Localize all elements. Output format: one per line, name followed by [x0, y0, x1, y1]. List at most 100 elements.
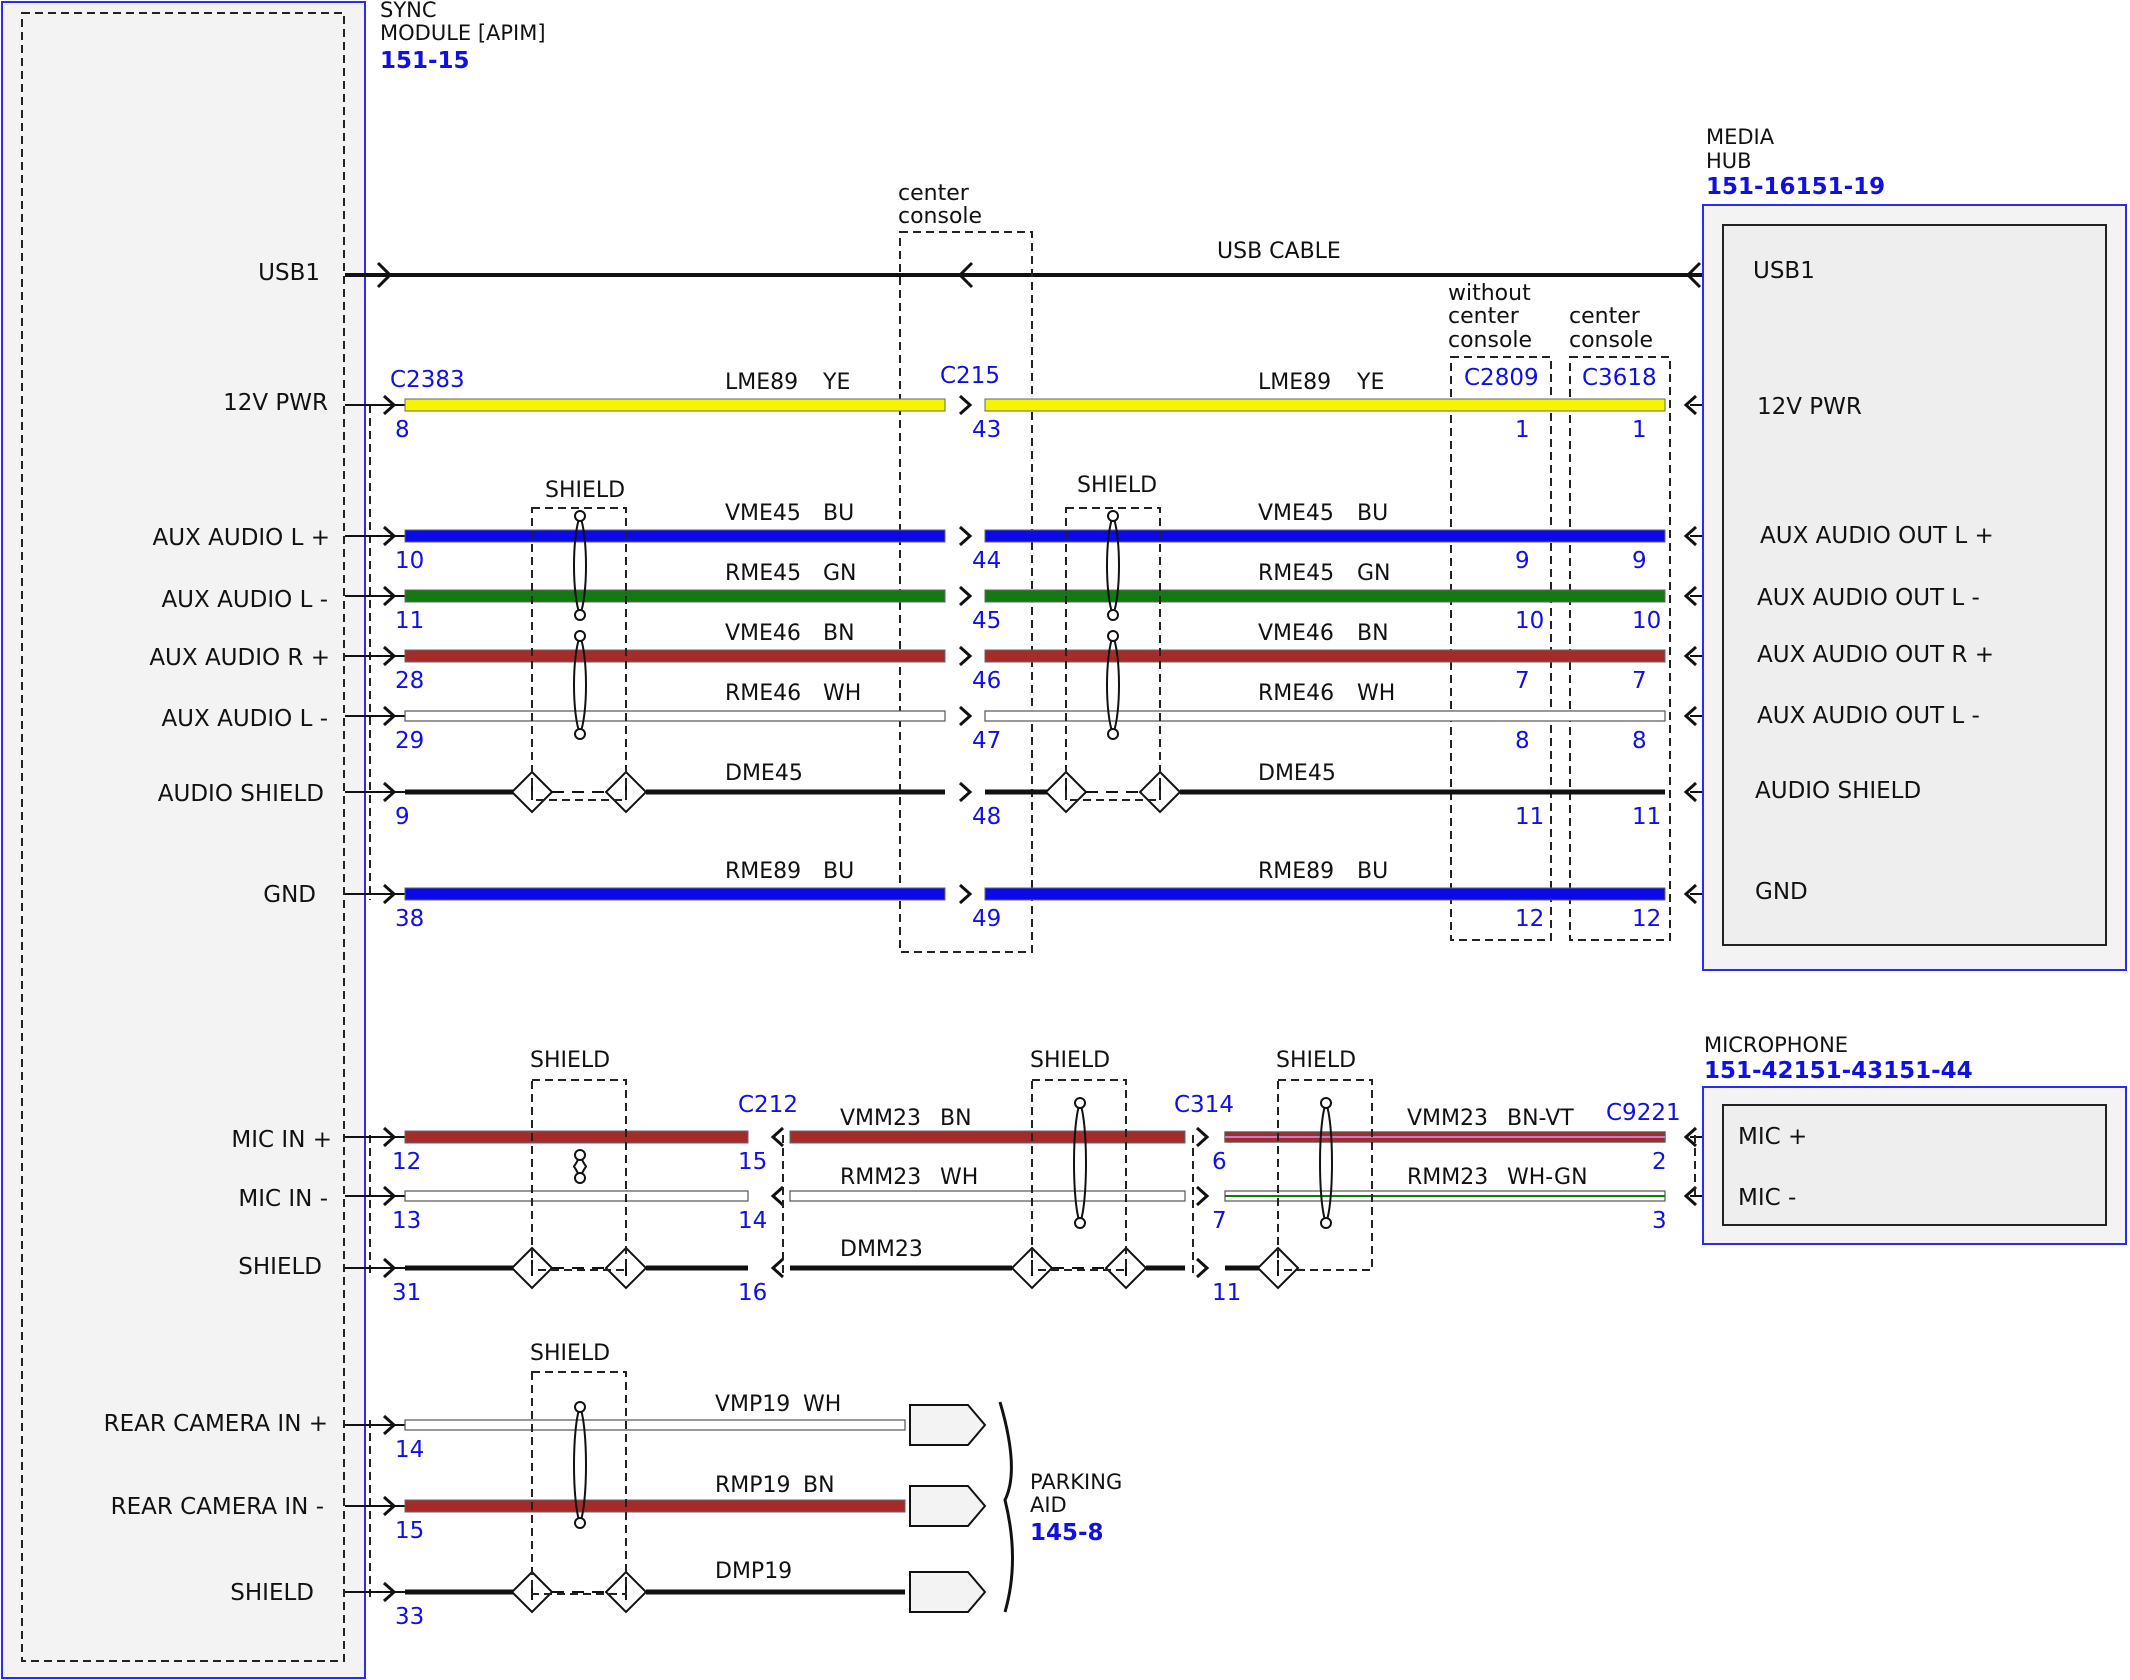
wire-top-b-1 — [984, 529, 1666, 543]
wire-top-a-4 — [404, 710, 946, 722]
cam-terminal-2 — [909, 1571, 987, 1613]
connector-c3618: C3618 — [1582, 365, 1657, 391]
pin-c3618-1: 9 — [1632, 548, 1647, 574]
arrow-c215-5 — [958, 781, 973, 803]
pin-sync-1: 10 — [395, 548, 424, 574]
arrow-c215-4 — [958, 705, 973, 727]
wire-color-b-2: GN — [1357, 561, 1391, 586]
cam-pin-2: 33 — [395, 1604, 424, 1630]
wire-top-a-2 — [404, 589, 946, 603]
arrow-sync-5 — [382, 781, 397, 803]
mic-twist-3-bottom — [1320, 1217, 1332, 1229]
sync-pin-shield-2: SHIELD — [230, 1580, 314, 1606]
mic-pin-c9221-0: 2 — [1652, 1149, 1667, 1175]
sync-pin-shield: SHIELD — [238, 1254, 322, 1280]
shield-label-5: SHIELD — [1276, 1048, 1356, 1073]
arrow-sync-0 — [382, 394, 397, 416]
mic-arrow-c314-0 — [1195, 1126, 1210, 1148]
sync-module-block: SYNC MODULE [APIM] 151-15 — [1, 0, 546, 1679]
microphone-name: MICROPHONE — [1704, 1033, 1848, 1057]
cam-color-0: WH — [803, 1392, 841, 1417]
twist-top-3-bottom — [1107, 609, 1119, 621]
hub-pin-12v-pwr: 12V PWR — [1757, 394, 1862, 420]
mic-label-c-0: VMM23 — [1407, 1106, 1488, 1131]
wire-color-b-1: BU — [1357, 501, 1388, 526]
mic-wire-a-0 — [404, 1130, 749, 1144]
cam-pin-1: 15 — [395, 1518, 424, 1544]
mic-pin-c314-2: 11 — [1212, 1280, 1241, 1306]
sync-pin-labels: USB1 12V PWR AUX AUDIO L + AUX AUDIO L -… — [104, 260, 332, 1606]
connector-c215: C215 — [940, 363, 1000, 389]
pin-c3618-6: 12 — [1632, 906, 1661, 932]
mic-arrow-c212-0 — [770, 1126, 785, 1148]
sync-module-name-line2: MODULE [APIM] — [380, 21, 546, 45]
arrow-sync-2 — [382, 585, 397, 607]
parking-aid-block: PARKING AID 145-8 — [998, 1401, 1122, 1613]
wire-top-b-4 — [984, 710, 1666, 722]
pin-sync-5: 9 — [395, 804, 410, 830]
arrow-sync-6 — [382, 883, 397, 905]
usb-cable: USB CABLE — [345, 239, 1705, 289]
wire-label-a-6: RME89 — [725, 859, 801, 884]
shield-top-left: SHIELD — [531, 478, 627, 801]
parking-aid-name-line1: PARKING — [1030, 1470, 1122, 1494]
center-console-2-line1: center — [1569, 304, 1641, 329]
mic-color-b-1: WH — [940, 1165, 978, 1190]
parking-aid-ref: 145-8 — [1030, 1520, 1104, 1546]
cam-arrow-sync-0 — [382, 1414, 397, 1436]
usb-cable-label: USB CABLE — [1217, 239, 1341, 264]
pin-sync-4: 29 — [395, 728, 424, 754]
pin-c215-0: 43 — [972, 417, 1001, 443]
mic-arrow-c314-1 — [1195, 1185, 1210, 1207]
mic-twist-3-top — [1320, 1097, 1332, 1109]
hub-pin-usb1: USB1 — [1753, 258, 1815, 284]
mic-arrow-sync-2 — [382, 1257, 397, 1279]
pin-c2809-1: 9 — [1515, 548, 1530, 574]
sync-pin-aux-audio-l-plus: AUX AUDIO L + — [152, 525, 330, 551]
without-center-console-line1: without — [1448, 281, 1531, 306]
mic-twist-2-top — [1074, 1097, 1086, 1109]
shield-mic-2: SHIELD — [1030, 1048, 1127, 1271]
mic-wire-b-1 — [789, 1190, 1186, 1202]
mic-color-c-1: WH-GN — [1507, 1165, 1588, 1190]
wire-label-a-2: RME45 — [725, 561, 801, 586]
center-console-2-line2: console — [1569, 328, 1653, 353]
mic-arrow-sync-1 — [382, 1185, 397, 1207]
mic-pin-c212-2: 16 — [738, 1280, 767, 1306]
pin-c2809-4: 8 — [1515, 728, 1530, 754]
mic-label-b-2: DMM23 — [840, 1237, 923, 1262]
arrow-hub-5 — [1683, 781, 1698, 803]
twist-top-4-top — [1107, 630, 1119, 642]
sync-pin-aux-audio-r-plus: AUX AUDIO R + — [149, 645, 330, 671]
pin-sync-6: 38 — [395, 906, 424, 932]
wire-label-b-2: RME45 — [1258, 561, 1334, 586]
sync-pin-rear-camera-in-minus: REAR CAMERA IN - — [111, 1494, 324, 1520]
wire-color-a-4: WH — [823, 681, 861, 706]
mic-arrow-c212-1 — [770, 1185, 785, 1207]
connector-c314: C314 — [1174, 1092, 1234, 1118]
pin-c215-4: 47 — [972, 728, 1001, 754]
cam-arrow-sync-1 — [382, 1495, 397, 1517]
wire-label-b-0: LME89 — [1258, 370, 1331, 395]
mic-connector-outlines — [782, 1135, 1696, 1275]
mic-pin-c212-0: 15 — [738, 1149, 767, 1175]
center-console-label-line2: console — [898, 204, 982, 229]
pin-c3618-0: 1 — [1632, 417, 1647, 443]
pin-c3618-3: 7 — [1632, 668, 1647, 694]
sync-pin-audio-shield: AUDIO SHIELD — [158, 781, 324, 807]
mic-twist-2 — [1073, 1102, 1087, 1226]
arrow-sync-3 — [382, 645, 397, 667]
shield-label-1: SHIELD — [545, 478, 625, 503]
cam-wire-0 — [404, 1419, 906, 1431]
cam-twist-1-top — [574, 1401, 586, 1413]
wire-color-a-0: YE — [822, 370, 850, 395]
connector-c2383: C2383 — [390, 367, 465, 393]
arrow-c215-3 — [958, 645, 973, 667]
shield-mic-3: SHIELD — [1276, 1048, 1373, 1271]
arrow-sync-1 — [382, 525, 397, 547]
hub-pin-aux-out-l-plus: AUX AUDIO OUT L + — [1760, 523, 1994, 549]
sync-pin-mic-in-plus: MIC IN + — [231, 1127, 332, 1153]
